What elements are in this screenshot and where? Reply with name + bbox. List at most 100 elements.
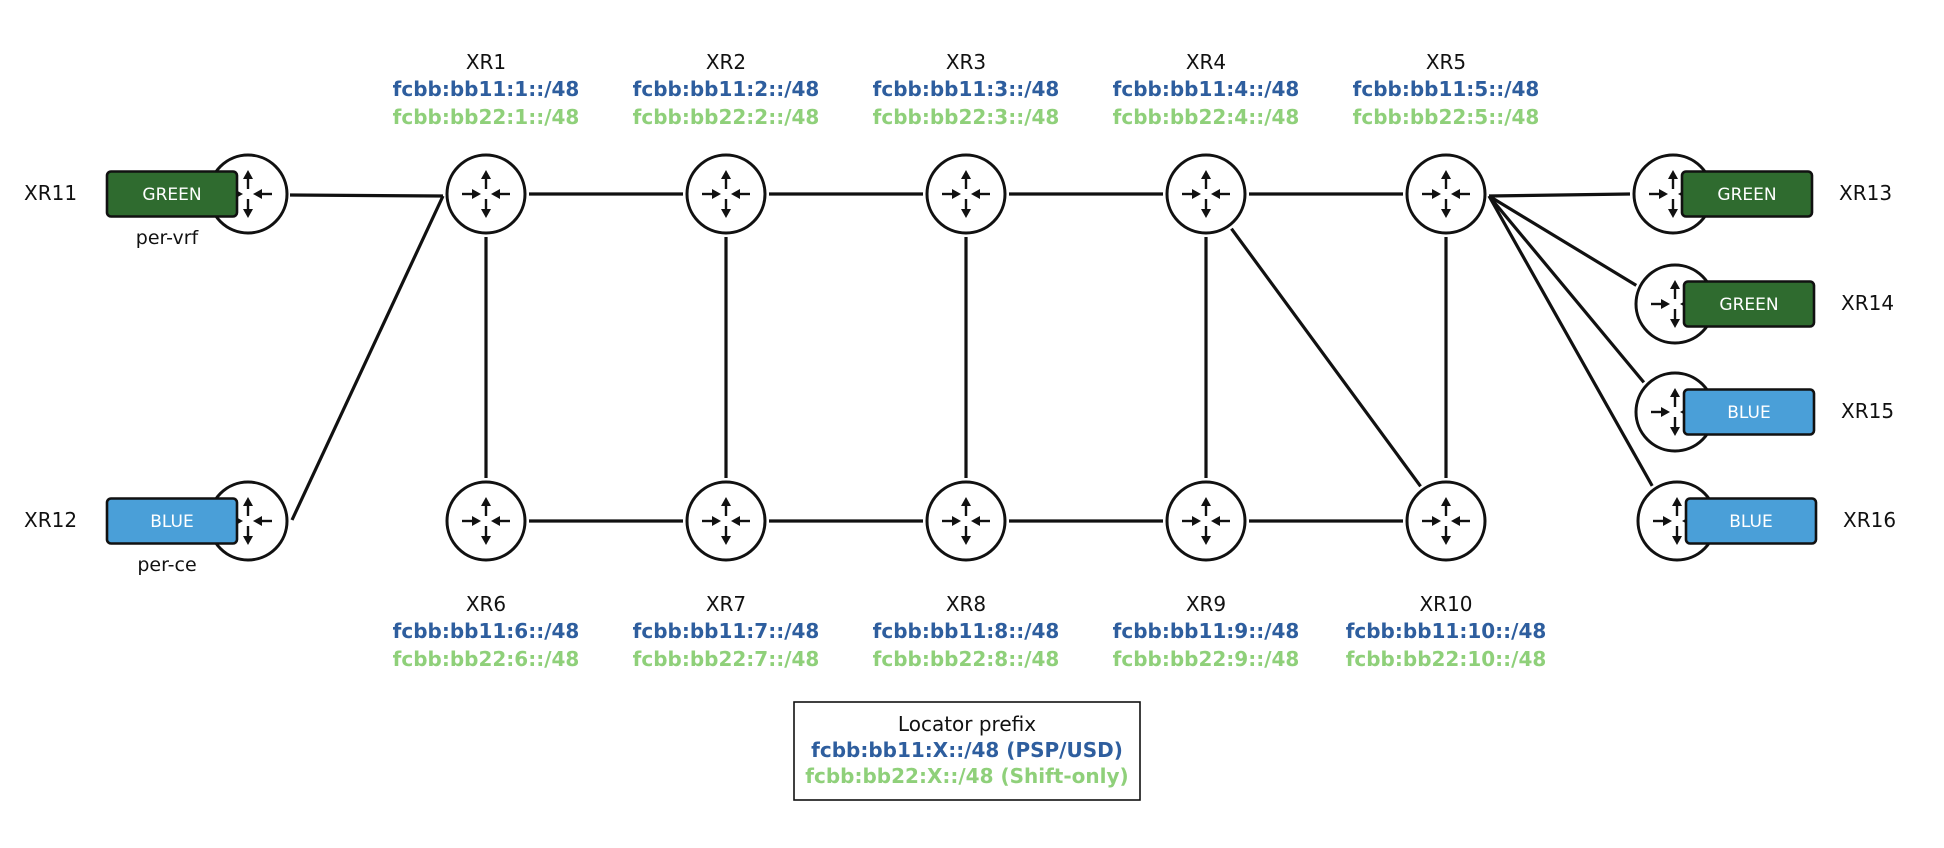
router-xr10[interactable] bbox=[1405, 480, 1487, 562]
vrf-badge-green: GREEN bbox=[1682, 280, 1816, 328]
router-arrows-icon bbox=[1182, 170, 1230, 218]
locator-bb22: fcbb:bb22:1::/48 bbox=[393, 105, 580, 129]
router-name: XR13 bbox=[1839, 181, 1892, 205]
locator-bb11: fcbb:bb11:3::/48 bbox=[873, 77, 1060, 101]
vrf-badge-blue: BLUE bbox=[105, 497, 239, 545]
router-name: XR9 bbox=[1186, 592, 1226, 616]
router-arrows-icon bbox=[462, 497, 510, 545]
router-xr9[interactable] bbox=[1165, 480, 1247, 562]
vrf-badge-green: GREEN bbox=[1680, 170, 1814, 218]
router-name: XR14 bbox=[1841, 291, 1894, 315]
locator-bb11: fcbb:bb11:5::/48 bbox=[1353, 77, 1540, 101]
edge-xr14: GREEN XR14 bbox=[1682, 280, 1894, 328]
router-icon bbox=[685, 480, 767, 562]
router-arrows-icon bbox=[702, 170, 750, 218]
locator-bb22: fcbb:bb22:3::/48 bbox=[873, 105, 1060, 129]
link-xr11-xr1 bbox=[289, 193, 444, 198]
router-xr8[interactable] bbox=[925, 480, 1007, 562]
vrf-badge-label: GREEN bbox=[1719, 295, 1778, 315]
router-icon bbox=[1405, 153, 1487, 235]
edge-xr13: GREEN XR13 bbox=[1680, 170, 1892, 218]
vrf-badge-label: BLUE bbox=[1729, 512, 1772, 532]
vrf-badge-box bbox=[1682, 280, 1816, 328]
locator-bb22: fcbb:bb22:2::/48 bbox=[633, 105, 820, 129]
router-arrows-icon bbox=[702, 497, 750, 545]
link-xr12-xr1 bbox=[290, 195, 445, 521]
locator-bb11: fcbb:bb11:9::/48 bbox=[1113, 619, 1300, 643]
router-xr1[interactable] bbox=[445, 153, 527, 235]
router-icon bbox=[445, 153, 527, 235]
link-xr5-xr16 bbox=[1487, 195, 1654, 487]
vrf-badge-blue: BLUE bbox=[1684, 497, 1818, 545]
locator-bb11: fcbb:bb11:1::/48 bbox=[393, 77, 580, 101]
router-arrows-icon bbox=[942, 170, 990, 218]
vrf-badge-label: BLUE bbox=[150, 512, 193, 532]
router-name: XR10 bbox=[1419, 592, 1472, 616]
router-xr6[interactable] bbox=[445, 480, 527, 562]
locator-bb11: fcbb:bb11:7::/48 bbox=[633, 619, 820, 643]
sid-allocation-note: per-vrf bbox=[136, 227, 200, 249]
legend-border bbox=[793, 701, 1141, 801]
locator-bb11: fcbb:bb11:6::/48 bbox=[393, 619, 580, 643]
vrf-badge-box bbox=[105, 170, 239, 218]
router-icon bbox=[1165, 153, 1247, 235]
router-name: XR1 bbox=[466, 50, 506, 74]
locator-bb22: fcbb:bb22:8::/48 bbox=[873, 647, 1060, 671]
router-arrows-icon bbox=[1422, 170, 1470, 218]
vrf-badge-box bbox=[1684, 497, 1818, 545]
vrf-badge-blue: BLUE bbox=[1682, 388, 1816, 436]
link-xr5-xr15 bbox=[1487, 194, 1646, 384]
router-name: XR16 bbox=[1843, 508, 1896, 532]
sid-allocation-note: per-ce bbox=[137, 554, 196, 576]
router-icon bbox=[445, 480, 527, 562]
vrf-badge-label: BLUE bbox=[1727, 403, 1770, 423]
router-arrows-icon bbox=[1422, 497, 1470, 545]
legend-box: Locator prefix fcbb:bb11:X::/48 (PSP/USD… bbox=[793, 701, 1141, 801]
link-xr5-xr14 bbox=[1488, 194, 1638, 287]
router-icon bbox=[685, 153, 767, 235]
router-name: XR5 bbox=[1426, 50, 1466, 74]
locator-bb11: fcbb:bb11:8::/48 bbox=[873, 619, 1060, 643]
router-xr2[interactable] bbox=[685, 153, 767, 235]
router-icon bbox=[1165, 480, 1247, 562]
locator-bb22: fcbb:bb22:7::/48 bbox=[633, 647, 820, 671]
router-icon bbox=[1405, 480, 1487, 562]
locator-bb22: fcbb:bb22:10::/48 bbox=[1346, 647, 1547, 671]
legend-bb22-line: fcbb:bb22:X::/48 (Shift-only) bbox=[805, 764, 1128, 788]
links-layer bbox=[289, 192, 1654, 523]
router-xr4[interactable] bbox=[1165, 153, 1247, 235]
router-xr7[interactable] bbox=[685, 480, 767, 562]
locator-bb22: fcbb:bb22:5::/48 bbox=[1353, 105, 1540, 129]
link-xr4-xr10 bbox=[1230, 227, 1422, 488]
router-name: XR7 bbox=[706, 592, 746, 616]
legend-bb11-line: fcbb:bb11:X::/48 (PSP/USD) bbox=[811, 738, 1123, 762]
vrf-badge-green: GREEN bbox=[105, 170, 239, 218]
router-name: XR4 bbox=[1186, 50, 1226, 74]
router-name: XR6 bbox=[466, 592, 506, 616]
router-arrows-icon bbox=[462, 170, 510, 218]
locator-bb22: fcbb:bb22:4::/48 bbox=[1113, 105, 1300, 129]
edge-xr16: BLUE XR16 bbox=[1684, 497, 1896, 545]
locator-bb11: fcbb:bb11:4::/48 bbox=[1113, 77, 1300, 101]
locator-bb22: fcbb:bb22:9::/48 bbox=[1113, 647, 1300, 671]
vrf-badge-label: GREEN bbox=[1717, 185, 1776, 205]
router-xr3[interactable] bbox=[925, 153, 1007, 235]
router-xr5[interactable] bbox=[1405, 153, 1487, 235]
legend-title: Locator prefix bbox=[898, 712, 1036, 736]
router-name: XR3 bbox=[946, 50, 986, 74]
locator-bb11: fcbb:bb11:2::/48 bbox=[633, 77, 820, 101]
router-name: XR2 bbox=[706, 50, 746, 74]
router-icon bbox=[925, 480, 1007, 562]
router-arrows-icon bbox=[1182, 497, 1230, 545]
vrf-badge-box bbox=[1680, 170, 1814, 218]
